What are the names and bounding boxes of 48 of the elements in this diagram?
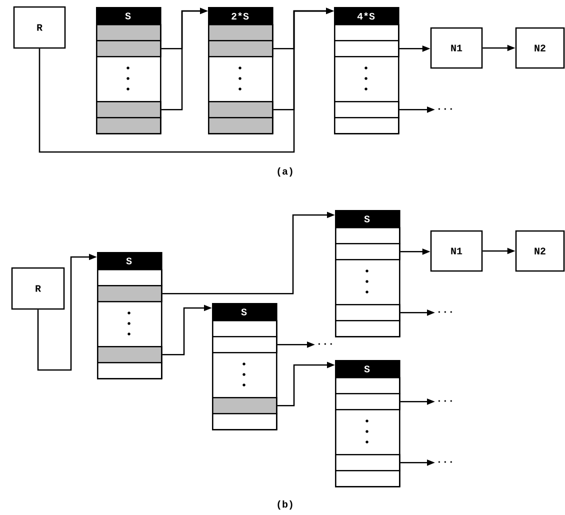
node-box: R bbox=[11, 267, 65, 310]
table-slot bbox=[212, 413, 278, 430]
table-slot bbox=[212, 320, 278, 338]
table-header: S bbox=[335, 210, 399, 227]
table-slot bbox=[96, 40, 162, 58]
caption-label: (b) bbox=[278, 500, 292, 510]
table-header: 4*S bbox=[334, 7, 398, 24]
table-header: S bbox=[96, 7, 160, 24]
table-slot bbox=[335, 470, 400, 488]
table-slot bbox=[208, 117, 274, 134]
table-slot bbox=[97, 269, 162, 286]
ellipsis-text: ... bbox=[438, 400, 452, 402]
table-slot bbox=[335, 304, 400, 322]
caption-label: (a) bbox=[278, 167, 292, 177]
table-slot bbox=[212, 397, 278, 414]
ellipsis-text: ... bbox=[438, 108, 452, 110]
ellipsis-text: ... bbox=[438, 311, 452, 313]
table-slot bbox=[335, 320, 400, 338]
table-slot bbox=[334, 101, 400, 118]
ellipsis-text: ... bbox=[318, 343, 332, 345]
table-slot bbox=[97, 362, 162, 380]
node-box: N2 bbox=[515, 27, 565, 69]
table-slot bbox=[96, 101, 162, 118]
table-slot bbox=[96, 117, 162, 134]
table-slot bbox=[212, 336, 278, 354]
table-slot bbox=[335, 377, 400, 394]
table-slot bbox=[96, 24, 162, 42]
table-slot bbox=[208, 24, 274, 42]
table-header: 2*S bbox=[208, 7, 272, 24]
table-slot bbox=[334, 40, 400, 58]
ellipsis-text: ... bbox=[438, 461, 452, 463]
table-slot bbox=[334, 117, 400, 134]
table-slot bbox=[97, 285, 162, 302]
table-slot bbox=[335, 454, 400, 472]
table-slot bbox=[208, 101, 274, 118]
node-box: N1 bbox=[430, 230, 483, 272]
table-slot bbox=[97, 346, 162, 364]
table-slot bbox=[335, 393, 400, 410]
table-slot bbox=[335, 243, 400, 260]
table-slot bbox=[335, 227, 400, 244]
table-header: S bbox=[212, 303, 276, 320]
node-box: N1 bbox=[430, 27, 483, 69]
node-box: R bbox=[13, 6, 66, 49]
table-header: S bbox=[97, 252, 161, 269]
table-slot bbox=[334, 24, 400, 42]
node-box: N2 bbox=[515, 230, 565, 272]
table-header: S bbox=[335, 360, 399, 377]
table-slot bbox=[208, 40, 274, 58]
